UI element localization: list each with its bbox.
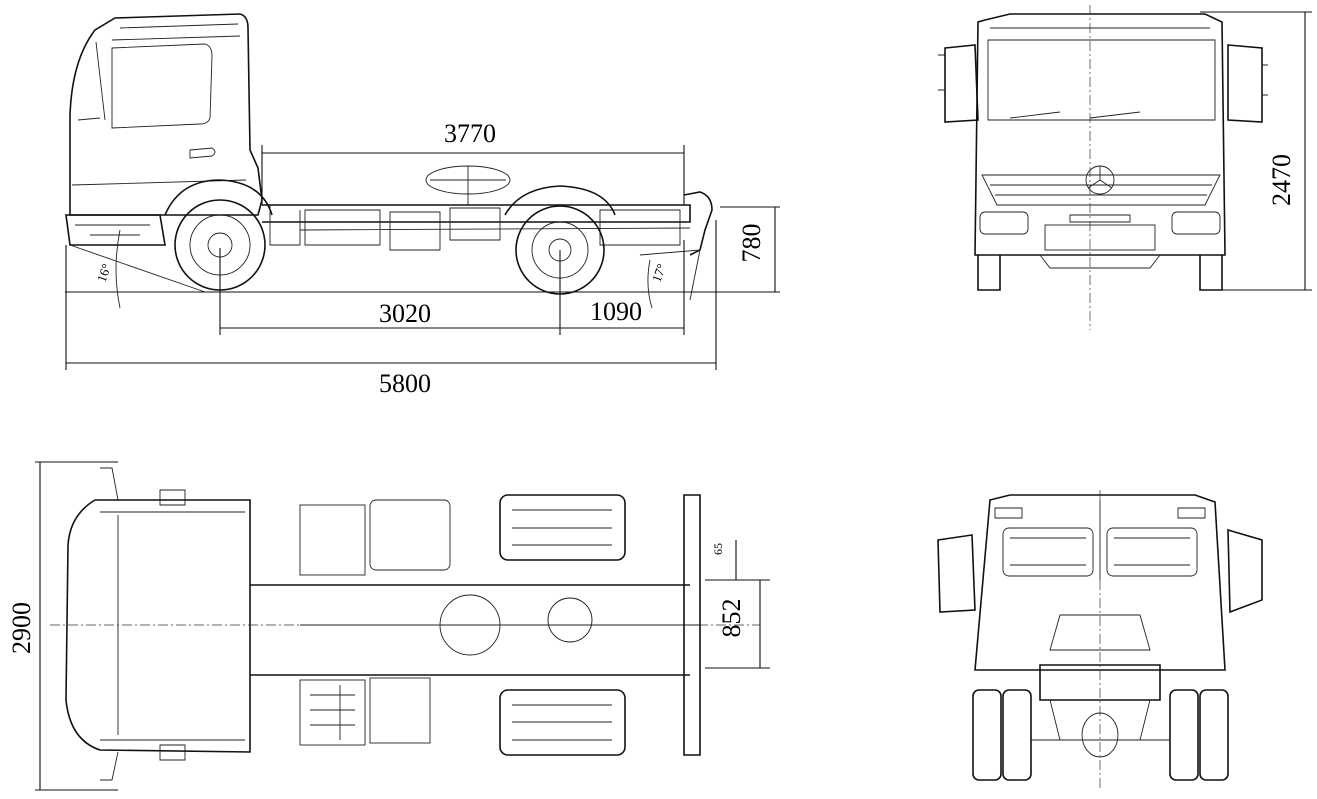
side-view: 3770 780 3020 1090 5800 16° 17° — [65, 13, 780, 398]
rear-wheels-left — [499, 494, 626, 561]
cab-window — [111, 43, 213, 129]
dim-3770: 3770 — [444, 119, 496, 148]
rear-cab-outline — [974, 494, 1226, 671]
departure-angle: 17° — [649, 262, 669, 284]
dim-1090: 1090 — [590, 297, 642, 326]
chassis-frame — [262, 204, 691, 223]
dim-5800: 5800 — [379, 369, 431, 398]
top-view: 2900 852 65 — [7, 461, 770, 791]
rear-wheel-outer-right — [1199, 689, 1229, 781]
front-cab-outline — [974, 13, 1226, 256]
rear-wheel-inner-right — [1169, 689, 1199, 781]
dim-65: 65 — [711, 543, 725, 555]
rear-wheel-inner-left — [1002, 689, 1032, 781]
rear-wheel-outer-left — [972, 689, 1002, 781]
rear-wheels-right — [499, 689, 626, 756]
dim-3020: 3020 — [379, 299, 431, 328]
cab-outline — [69, 13, 263, 216]
dim-852: 852 — [717, 599, 746, 638]
rear-view — [937, 490, 1263, 790]
dim-780: 780 — [737, 224, 766, 263]
dim-2900: 2900 — [7, 602, 36, 654]
dim-2470: 2470 — [1267, 154, 1296, 206]
top-cab-outline — [65, 499, 251, 753]
front-view: 2470 — [938, 5, 1312, 330]
approach-angle: 16° — [94, 262, 114, 284]
